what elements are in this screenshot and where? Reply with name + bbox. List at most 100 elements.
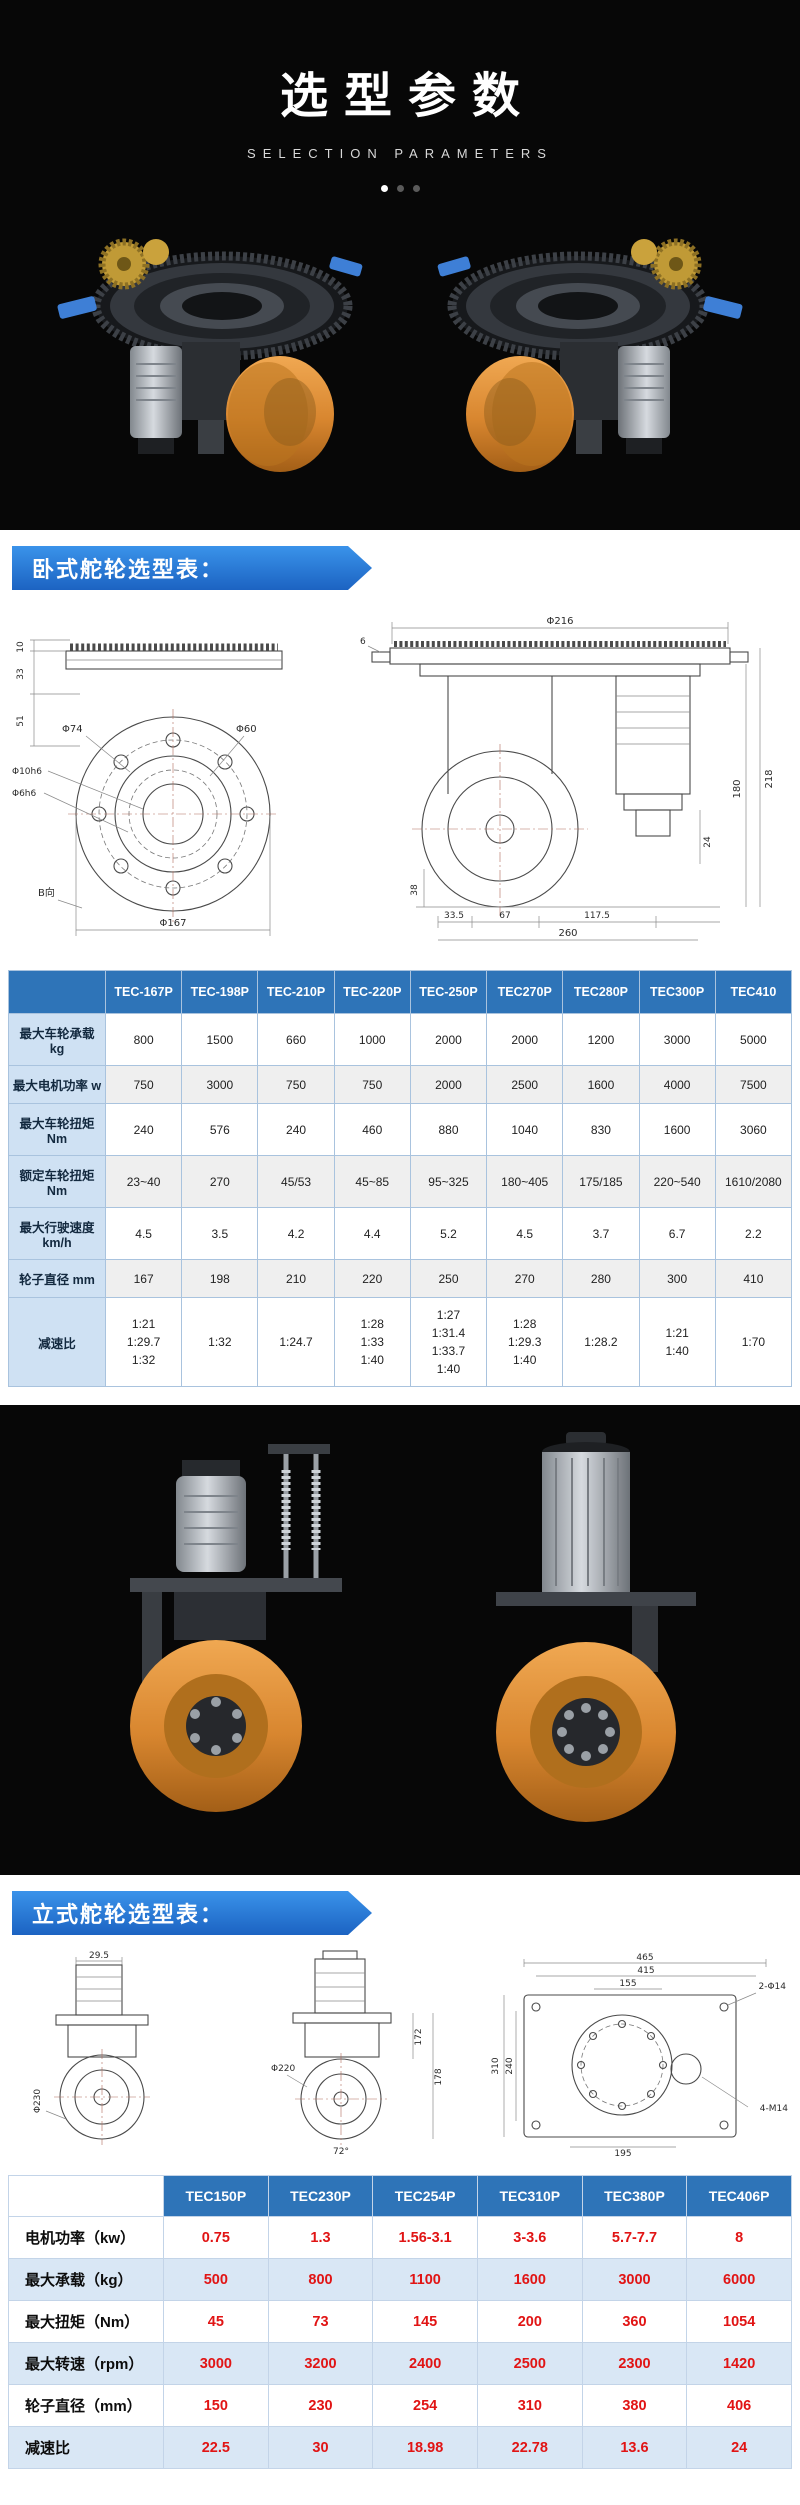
value-cell: 5.2	[409, 1207, 488, 1260]
column-header: TEC406P	[686, 2175, 792, 2217]
vertical-products-section	[0, 1405, 800, 1875]
dim-label-phi74: Φ74	[62, 724, 83, 735]
value-cell: 2400	[372, 2342, 478, 2385]
value-cell: 250	[409, 1259, 488, 1298]
value-cell: 73	[267, 2300, 374, 2343]
hero-section: 选型参数 SELECTION PARAMETERS	[0, 0, 800, 530]
value-cell: 3060	[714, 1103, 793, 1156]
dim-label-6: 6	[360, 637, 366, 647]
row-label: 减速比	[8, 2426, 164, 2469]
value-cell: 1:21 1:29.7 1:32	[104, 1297, 183, 1387]
carousel-dot[interactable]	[380, 185, 388, 192]
value-cell: 30	[267, 2426, 374, 2469]
column-header: TEC-250P	[409, 970, 488, 1014]
row-label: 轮子直径（mm）	[8, 2384, 164, 2427]
value-cell: 0.75	[163, 2216, 269, 2259]
value-cell: 880	[409, 1103, 488, 1156]
value-cell: 750	[257, 1065, 335, 1104]
row-label: 最大车轮扭矩 Nm	[8, 1103, 106, 1156]
column-header: TEC380P	[581, 2175, 688, 2217]
page-title: 选型参数	[279, 70, 536, 123]
b-view-label: B向	[38, 886, 55, 899]
value-cell: 3000	[581, 2258, 688, 2301]
product-photo-vertical-drive-left	[130, 1444, 342, 1812]
row-label: 最大扭矩（Nm）	[8, 2300, 164, 2343]
dim-label-180: 180	[732, 779, 743, 798]
drawing-vertical-side-view-2: 172 178 Φ220 72°	[271, 1950, 444, 2157]
row-label: 最大车轮承载 kg	[8, 1013, 106, 1066]
value-cell: 660	[257, 1013, 335, 1066]
value-cell: 310	[476, 2384, 583, 2427]
dim-label-phi10h6: Φ10h6	[12, 767, 42, 777]
value-cell: 1054	[686, 2300, 792, 2343]
section-ribbon-vertical: 立式舵轮选型表：	[12, 1891, 372, 1935]
value-cell: 45/53	[257, 1155, 335, 1208]
value-cell: 1:70	[714, 1297, 793, 1387]
value-cell: 150	[163, 2384, 269, 2427]
value-cell: 800	[104, 1013, 183, 1066]
dim-label-33: 33	[16, 668, 26, 679]
drawing-horizontal-side-view: Φ216 6 218 180 38 24 3	[360, 616, 775, 941]
value-cell: 45~85	[333, 1155, 411, 1208]
value-cell: 1:28 1:29.3 1:40	[486, 1297, 564, 1387]
column-header: TEC270P	[486, 970, 564, 1014]
value-cell: 1610/2080	[714, 1155, 793, 1208]
value-cell: 210	[257, 1259, 335, 1298]
value-cell: 1.56-3.1	[372, 2216, 478, 2259]
value-cell: 2500	[476, 2342, 583, 2385]
value-cell: 254	[372, 2384, 478, 2427]
carousel-dot[interactable]	[396, 185, 404, 192]
value-cell: 3.5	[181, 1207, 259, 1260]
value-cell: 1:27 1:31.4 1:33.7 1:40	[409, 1297, 488, 1387]
dim-label-51: 51	[16, 715, 26, 726]
value-cell: 1600	[562, 1065, 640, 1104]
value-cell: 18.98	[372, 2426, 478, 2469]
value-cell: 198	[181, 1259, 259, 1298]
vertical-drawings: 29.5 Φ230 172 178 Φ220 72° 465	[0, 1943, 800, 2169]
dim-label-260: 260	[558, 928, 577, 939]
value-cell: 23~40	[104, 1155, 183, 1208]
drawing-vertical-plate-top-view: 465 415 155 310 240 195 2-Φ14 4-M14	[491, 1953, 788, 2159]
value-cell: 167	[104, 1259, 183, 1298]
value-cell: 13.6	[581, 2426, 688, 2469]
row-label: 最大电机功率 w	[8, 1065, 106, 1104]
carousel-dots	[0, 185, 800, 192]
dim-label-465: 465	[636, 1953, 653, 1963]
value-cell: 3-3.6	[476, 2216, 583, 2259]
carousel-dot[interactable]	[412, 185, 420, 192]
row-label: 电机功率（kw）	[8, 2216, 164, 2259]
dim-label-24: 24	[703, 836, 713, 848]
dim-label-29-5: 29.5	[89, 1951, 109, 1961]
column-header: TEC254P	[372, 2175, 478, 2217]
drawing-vertical-side-view-1: 29.5 Φ230	[33, 1951, 150, 2145]
dim-label-240: 240	[505, 2057, 515, 2074]
row-label: 最大行驶速度 km/h	[8, 1207, 106, 1260]
value-cell: 2000	[409, 1065, 488, 1104]
value-cell: 410	[714, 1259, 793, 1298]
value-cell: 5000	[714, 1013, 793, 1066]
value-cell: 380	[581, 2384, 688, 2427]
value-cell: 3000	[638, 1013, 716, 1066]
dim-label-33-5: 33.5	[444, 911, 464, 921]
page-subtitle: SELECTION PARAMETERS	[247, 146, 553, 161]
value-cell: 240	[104, 1103, 183, 1156]
dim-label-phi216: Φ216	[547, 616, 574, 627]
value-cell: 2000	[486, 1013, 564, 1066]
corner-cell	[8, 2175, 164, 2217]
value-cell: 1:21 1:40	[638, 1297, 716, 1387]
value-cell: 7500	[714, 1065, 793, 1104]
value-cell: 1040	[486, 1103, 564, 1156]
column-header: TEC150P	[163, 2175, 269, 2217]
dim-label-72deg: 72°	[333, 2147, 349, 2157]
value-cell: 2500	[486, 1065, 564, 1104]
value-cell: 1200	[562, 1013, 640, 1066]
value-cell: 800	[267, 2258, 374, 2301]
